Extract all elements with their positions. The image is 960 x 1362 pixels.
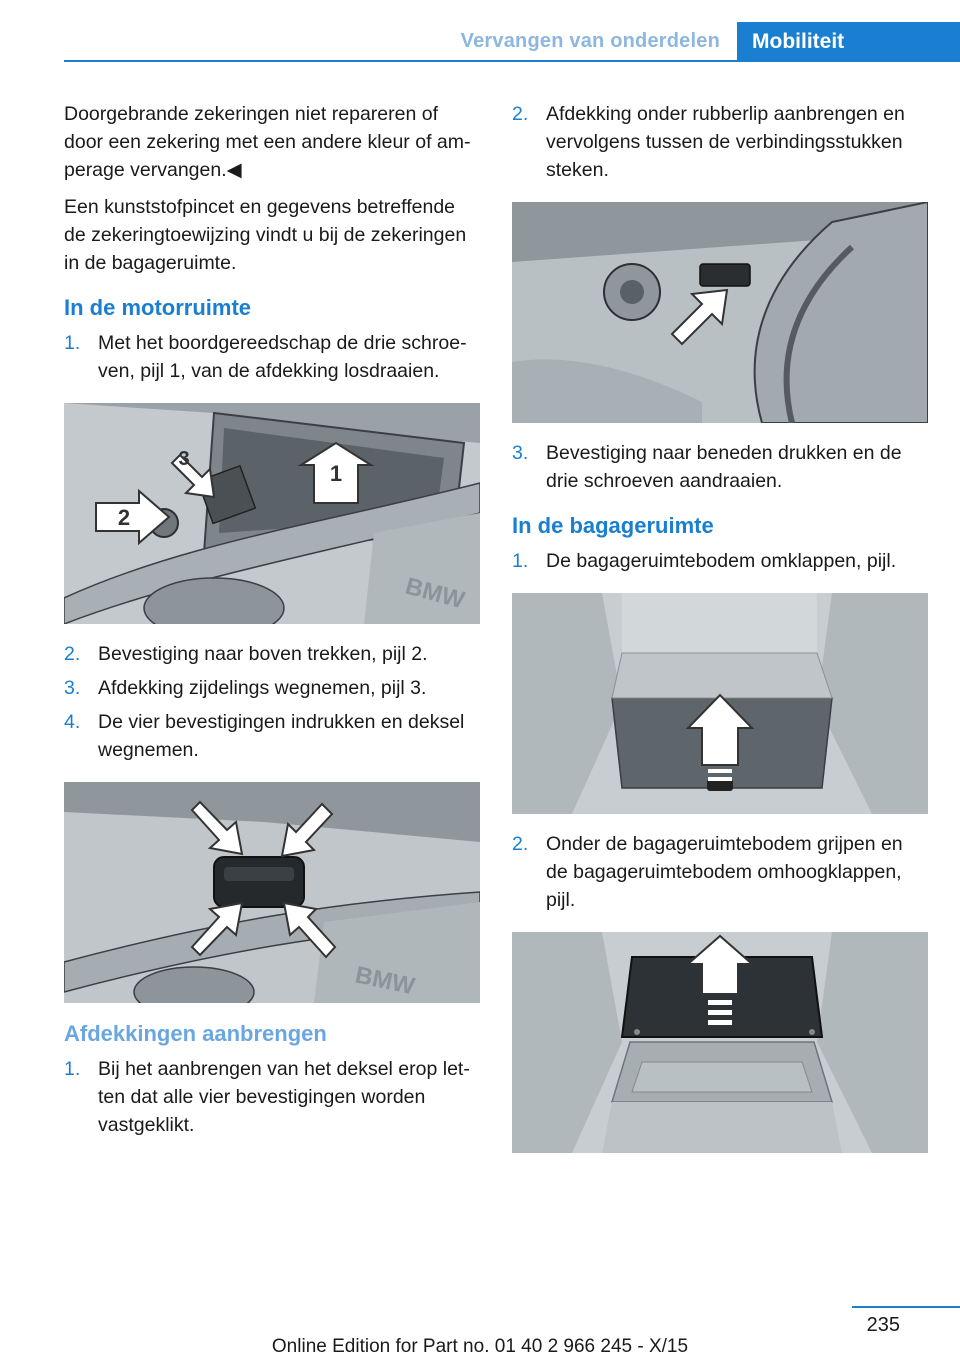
step-number: 4.	[64, 711, 81, 733]
left-column: Doorgebrande zekeringen niet repareren o…	[64, 100, 480, 1145]
step-text: De vier bevestigingen indrukken en dekse…	[98, 711, 465, 761]
step-text: Bevestiging naar beneden drukken en de d…	[546, 442, 902, 492]
step-item: 2. Onder de bagageruimtebodem grijpen en…	[512, 830, 928, 914]
trunk-floor-raised-illustration	[512, 932, 928, 1153]
step-text: Onder de bagageruimtebodem grijpen en de…	[546, 833, 903, 911]
arrow-label-3: 3	[178, 448, 189, 470]
trunk-floor-illustration	[512, 593, 928, 814]
step-number: 3.	[64, 677, 81, 699]
header-rule	[64, 60, 960, 62]
step-number: 2.	[64, 643, 81, 665]
figure-engine-cover-arrows: BMW 1 2 3	[64, 403, 480, 624]
step-text: Afdekking onder rubberlip aanbrengen en …	[546, 103, 905, 181]
step-item: 4. De vier bevestigingen indrukken en de…	[64, 708, 480, 764]
step-item: 2. Afdekking onder rubberlip aanbrengen …	[512, 100, 928, 184]
edition-footer: Online Edition for Part no. 01 40 2 966 …	[271, 1336, 689, 1357]
figure-rubber-lip	[512, 202, 928, 423]
heading-bagageruimte: In de bagageruimte	[512, 513, 714, 538]
arrow-label-2: 2	[118, 505, 130, 530]
running-header-section: Vervangen van onderdelen	[460, 30, 720, 52]
step-item: 2. Bevestiging naar boven trekken, pijl …	[64, 640, 480, 668]
step-text: Bij het aanbrengen van het deksel erop l…	[98, 1058, 470, 1136]
step-item: 3. Afdekking zijdelings wegnemen, pijl 3…	[64, 674, 480, 702]
info-paragraph: Een kunststofpincet en gegevens betreffe…	[64, 196, 467, 274]
step-number: 1.	[64, 332, 81, 354]
right-column: 2. Afdekking onder rubberlip aanbrengen …	[512, 100, 928, 1169]
rubber-lip-illustration	[512, 202, 928, 423]
figure-trunk-floor-fold	[512, 593, 928, 814]
page-number: 235	[866, 1314, 900, 1336]
heading-afdekkingen-aanbrengen: Afdekkingen aanbrengen	[64, 1021, 327, 1046]
page-number-rule	[852, 1306, 960, 1308]
fuse-box-illustration: BMW	[64, 782, 480, 1003]
step-number: 3.	[512, 442, 529, 464]
step-number: 1.	[512, 550, 529, 572]
step-number: 2.	[512, 833, 529, 855]
heading-motorruimte: In de motorruimte	[64, 295, 252, 320]
chapter-tab: Mobiliteit	[737, 22, 960, 60]
figure-fuse-box-clips: BMW	[64, 782, 480, 1003]
step-text: De bagageruimtebodem omklappen, pijl.	[546, 550, 897, 572]
step-item: 1. De bagageruimtebodem omklappen, pijl.	[512, 547, 928, 575]
step-number: 1.	[64, 1058, 81, 1080]
step-text: Met het boordgereedschap de drie schroe‐…	[98, 332, 467, 382]
step-item: 3. Bevestiging naar beneden drukken en d…	[512, 439, 928, 495]
step-item: 1. Met het boordgereedschap de drie schr…	[64, 329, 480, 385]
step-text: Bevestiging naar boven trekken, pijl 2.	[98, 643, 428, 665]
engine-bay-illustration: BMW 1 2 3	[64, 403, 480, 624]
step-item: 1. Bij het aanbrengen van het deksel ero…	[64, 1055, 480, 1139]
step-number: 2.	[512, 103, 529, 125]
warning-paragraph: Doorgebrande zekeringen niet repareren o…	[64, 103, 471, 181]
step-text: Afdekking zijdelings wegnemen, pijl 3.	[98, 677, 427, 699]
figure-trunk-floor-raise	[512, 932, 928, 1153]
arrow-label-1: 1	[330, 461, 342, 486]
